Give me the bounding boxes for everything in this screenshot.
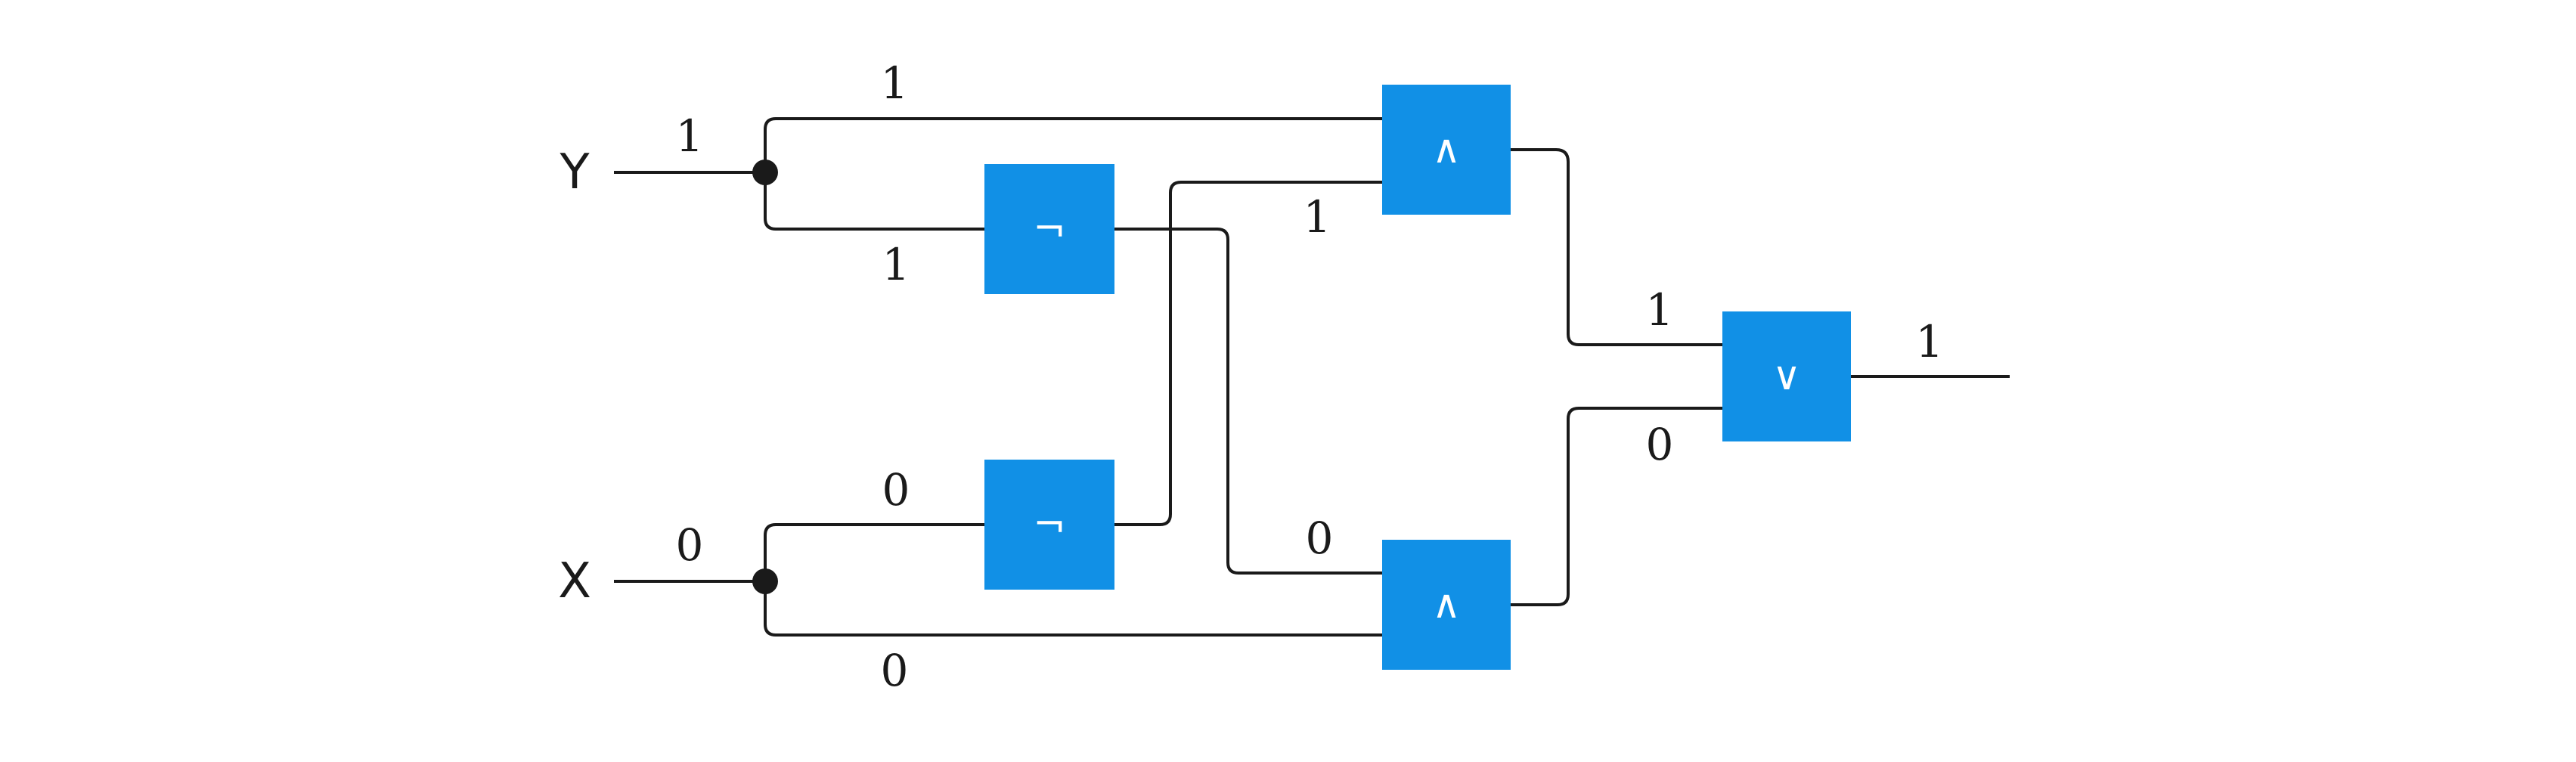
value-y-to-not-top: 1 xyxy=(882,239,910,290)
wire-x-to-not-bottom xyxy=(764,523,984,581)
input-label-x: X xyxy=(558,553,591,609)
gate-not-top-box xyxy=(984,164,1114,294)
wire-and-top-to-or xyxy=(1511,148,1722,346)
value-and-top-to-or: 1 xyxy=(1646,284,1674,336)
wire-and-bottom-to-or xyxy=(1511,407,1722,606)
and-symbol-icon: ∧ xyxy=(1432,127,1461,172)
value-x-to-and-bottom: 0 xyxy=(881,645,909,696)
gate-and-bottom-box xyxy=(1382,540,1511,670)
wire-x-to-and-bottom xyxy=(764,581,1382,637)
junction-dot-y xyxy=(752,160,778,185)
value-output: 1 xyxy=(1916,316,1944,367)
value-not-bottom-to-and-top: 1 xyxy=(1303,191,1331,243)
not-symbol-icon: ¬ xyxy=(1033,206,1066,252)
value-and-bottom-to-or: 0 xyxy=(1646,419,1674,470)
wire-not-bottom-to-and-top xyxy=(1114,181,1382,526)
not-symbol-icon: ¬ xyxy=(1033,502,1066,547)
input-label-y: Y xyxy=(559,144,590,200)
and-symbol-icon: ∧ xyxy=(1432,582,1461,627)
wire-not-top-to-and-bottom xyxy=(1114,228,1382,575)
value-x-input: 0 xyxy=(676,519,704,571)
or-symbol-icon: ∨ xyxy=(1772,354,1801,399)
value-y-input: 1 xyxy=(676,110,704,162)
gate-and-top-box xyxy=(1382,85,1511,215)
gate-not-bottom: ¬ xyxy=(984,460,1114,590)
wires xyxy=(614,117,2010,637)
wire-y-to-and-top xyxy=(764,117,1382,172)
junction-dot-x xyxy=(752,568,778,594)
value-x-to-not-bottom: 0 xyxy=(882,464,910,516)
value-not-top-to-and-bottom: 0 xyxy=(1306,513,1334,564)
gate-or-box xyxy=(1722,311,1851,441)
value-y-to-and-top: 1 xyxy=(881,57,909,109)
gate-not-top: ¬ xyxy=(984,164,1114,294)
gate-or-final: ∨ xyxy=(1722,311,1851,441)
gate-not-bottom-box xyxy=(984,460,1114,590)
wire-y-to-not-top xyxy=(764,172,984,231)
gate-and-top: ∧ xyxy=(1382,85,1511,215)
gate-and-bottom: ∧ xyxy=(1382,540,1511,670)
